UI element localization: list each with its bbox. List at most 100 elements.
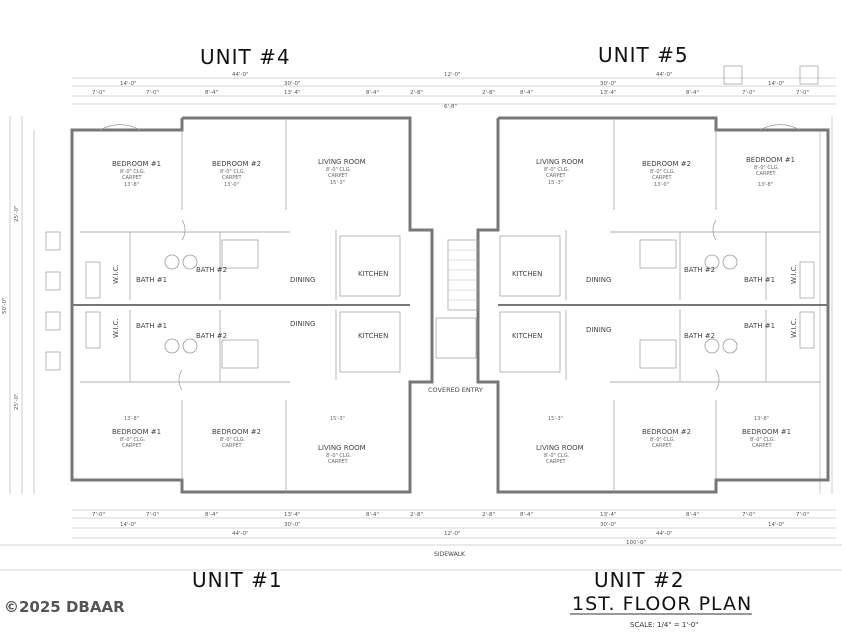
u5-bedroom1-clg: 8'-0" CLG.	[754, 165, 780, 171]
dim-top-seg1: 7'-0"	[92, 90, 105, 96]
side-dimensions: 50'-0" 25'-0" 25'-0"	[2, 116, 833, 494]
unit4-rooms: BEDROOM #1 8'-0" CLG. CARPET 13'-8" BEDR…	[112, 158, 388, 284]
plan-title: 1ST. FLOOR PLAN	[572, 593, 752, 615]
unit4-title: UNIT #4	[200, 45, 291, 69]
unit1-title: UNIT #1	[192, 568, 283, 592]
dim-top-seg2: 7'-0"	[146, 90, 159, 96]
u5-living-floor: CARPET	[546, 173, 567, 179]
u5-bedroom2-clg: 8'-0" CLG.	[650, 169, 676, 175]
u1-bedroom1: BEDROOM #1	[112, 428, 161, 436]
scale-note: SCALE: 1/4" = 1'-0"	[630, 621, 698, 629]
dim-bot-seg3: 8'-4"	[205, 512, 218, 518]
u2-dining: DINING	[586, 326, 611, 334]
u4-living-floor: CARPET	[328, 173, 349, 179]
u5-living: LIVING ROOM	[536, 158, 584, 166]
dim-bot-seg7: 2'-8"	[482, 512, 495, 518]
u1-bath2: BATH #2	[196, 332, 227, 340]
u5-kitchen: KITCHEN	[512, 270, 542, 278]
u5-bedroom1-floor: CARPET	[756, 171, 777, 177]
sidewalk-label: SIDEWALK	[434, 551, 466, 558]
unit2-title: UNIT #2	[594, 568, 685, 592]
u1-bath1: BATH #1	[136, 322, 167, 330]
dim-bot-mid: 12'-0"	[444, 531, 461, 537]
u5-bedroom2-floor: CARPET	[652, 175, 673, 181]
dim-bot-seg4: 13'-4"	[284, 512, 301, 518]
dim-top-right-total: 44'-0"	[656, 72, 673, 78]
dim-top-seg8: 2'-8"	[482, 90, 495, 96]
dim-bot-left-sub: 30'-0"	[284, 522, 301, 528]
top-dimensions: 44'-0" 12'-0" 44'-0" 14'-0" 30'-0" 30'-0…	[72, 72, 836, 110]
left-building	[70, 116, 434, 494]
bottom-dimensions: 7'-0" 7'-0" 8'-4" 13'-4" 8'-4" 2'-8" 2'-…	[0, 509, 842, 571]
dim-bot-right-total: 44'-0"	[656, 531, 673, 537]
dim-top-mid: 12'-0"	[444, 72, 461, 78]
u5-bath2: BATH #2	[684, 266, 715, 274]
dim-bot-seg5: 8'-4"	[366, 512, 379, 518]
u2-bath1: BATH #1	[744, 322, 775, 330]
u1-living-floor: CARPET	[328, 459, 349, 465]
u1-bedroom2: BEDROOM #2	[212, 428, 261, 436]
dim-bot-seg6: 2'-8"	[410, 512, 423, 518]
dim-top-seg11: 8'-4"	[686, 90, 699, 96]
unit1-rooms: BEDROOM #1 8'-0" CLG. CARPET 13'-8" BEDR…	[112, 318, 388, 465]
dim-bot-seg1: 7'-0"	[92, 512, 105, 518]
dim-top-seg6: 2'-8"	[410, 90, 423, 96]
u5-bedroom1: BEDROOM #1	[746, 156, 795, 164]
dim-bot-overall: 100'-0"	[626, 540, 646, 546]
u2-bath2: BATH #2	[684, 332, 715, 340]
u4-bedroom1-dim: 13'-8"	[124, 182, 139, 188]
dim-top-left-total: 44'-0"	[232, 72, 249, 78]
dim-top-seg10: 13'-4"	[600, 90, 617, 96]
unit2-rooms: LIVING ROOM 8'-0" CLG. CARPET 15'-3" BED…	[512, 318, 798, 465]
copyright-watermark: ©2025 DBAAR	[4, 598, 125, 616]
u4-wic: W.I.C.	[112, 264, 120, 284]
dim-bot-seg12: 7'-0"	[796, 512, 809, 518]
dim-top-seg7: 6'-8"	[444, 104, 457, 110]
u2-bedroom2-clg: 8'-0" CLG.	[650, 437, 676, 443]
dim-bot-right-first: 14'-0"	[768, 522, 785, 528]
u1-bedroom1-dim: 13'-8"	[124, 416, 139, 422]
u4-bedroom2-dim: 13'-0"	[224, 182, 239, 188]
u5-living-dim: 15'-3"	[548, 180, 563, 186]
dim-bot-seg8: 8'-4"	[520, 512, 533, 518]
u1-living-dim: 15'-3"	[330, 416, 345, 422]
u2-living-dim: 15'-3"	[548, 416, 563, 422]
u4-bedroom1-clg: 8'-0" CLG.	[120, 169, 146, 175]
u1-living: LIVING ROOM	[318, 444, 366, 452]
u4-bedroom2: BEDROOM #2	[212, 160, 261, 168]
dim-side-left-total: 50'-0"	[2, 297, 8, 314]
dim-top-right-sub: 30'-0"	[600, 81, 617, 87]
dim-side-left-lower: 25'-0"	[14, 393, 20, 410]
u2-bedroom1-floor: CARPET	[752, 443, 773, 449]
u2-living-clg: 8'-0" CLG.	[544, 453, 570, 459]
dim-top-right-first: 14'-0"	[768, 81, 785, 87]
dim-side-left-upper: 25'-0"	[14, 205, 20, 222]
u4-dining: DINING	[290, 276, 315, 284]
u4-living-clg: 8'-0" CLG.	[326, 167, 352, 173]
u5-bath1: BATH #1	[744, 276, 775, 284]
dim-bot-left-total: 44'-0"	[232, 531, 249, 537]
u5-wic: W.I.C.	[790, 264, 798, 284]
u2-wic: W.I.C.	[790, 318, 798, 338]
dim-bot-right-sub: 30'-0"	[600, 522, 617, 528]
u2-bedroom2: BEDROOM #2	[642, 428, 691, 436]
dim-top-seg4: 13'-4"	[284, 90, 301, 96]
dim-top-left-first: 14'-0"	[120, 81, 137, 87]
window-tags	[45, 65, 819, 371]
u1-bedroom1-clg: 8'-0" CLG.	[120, 437, 146, 443]
u4-kitchen: KITCHEN	[358, 270, 388, 278]
covered-entry-label: COVERED ENTRY	[428, 386, 483, 394]
u4-bedroom1: BEDROOM #1	[112, 160, 161, 168]
dim-bot-seg2: 7'-0"	[146, 512, 159, 518]
u1-wic: W.I.C.	[112, 318, 120, 338]
u2-bedroom1-dim: 13'-8"	[754, 416, 769, 422]
u5-living-clg: 8'-0" CLG.	[544, 167, 570, 173]
dim-top-seg5: 8'-4"	[366, 90, 379, 96]
u1-kitchen: KITCHEN	[358, 332, 388, 340]
u2-bedroom2-floor: CARPET	[652, 443, 673, 449]
central-entry: COVERED ENTRY	[428, 239, 483, 394]
u5-bedroom1-dim: 13'-8"	[758, 182, 773, 188]
u1-dining: DINING	[290, 320, 315, 328]
u2-bedroom1: BEDROOM #1	[742, 428, 791, 436]
